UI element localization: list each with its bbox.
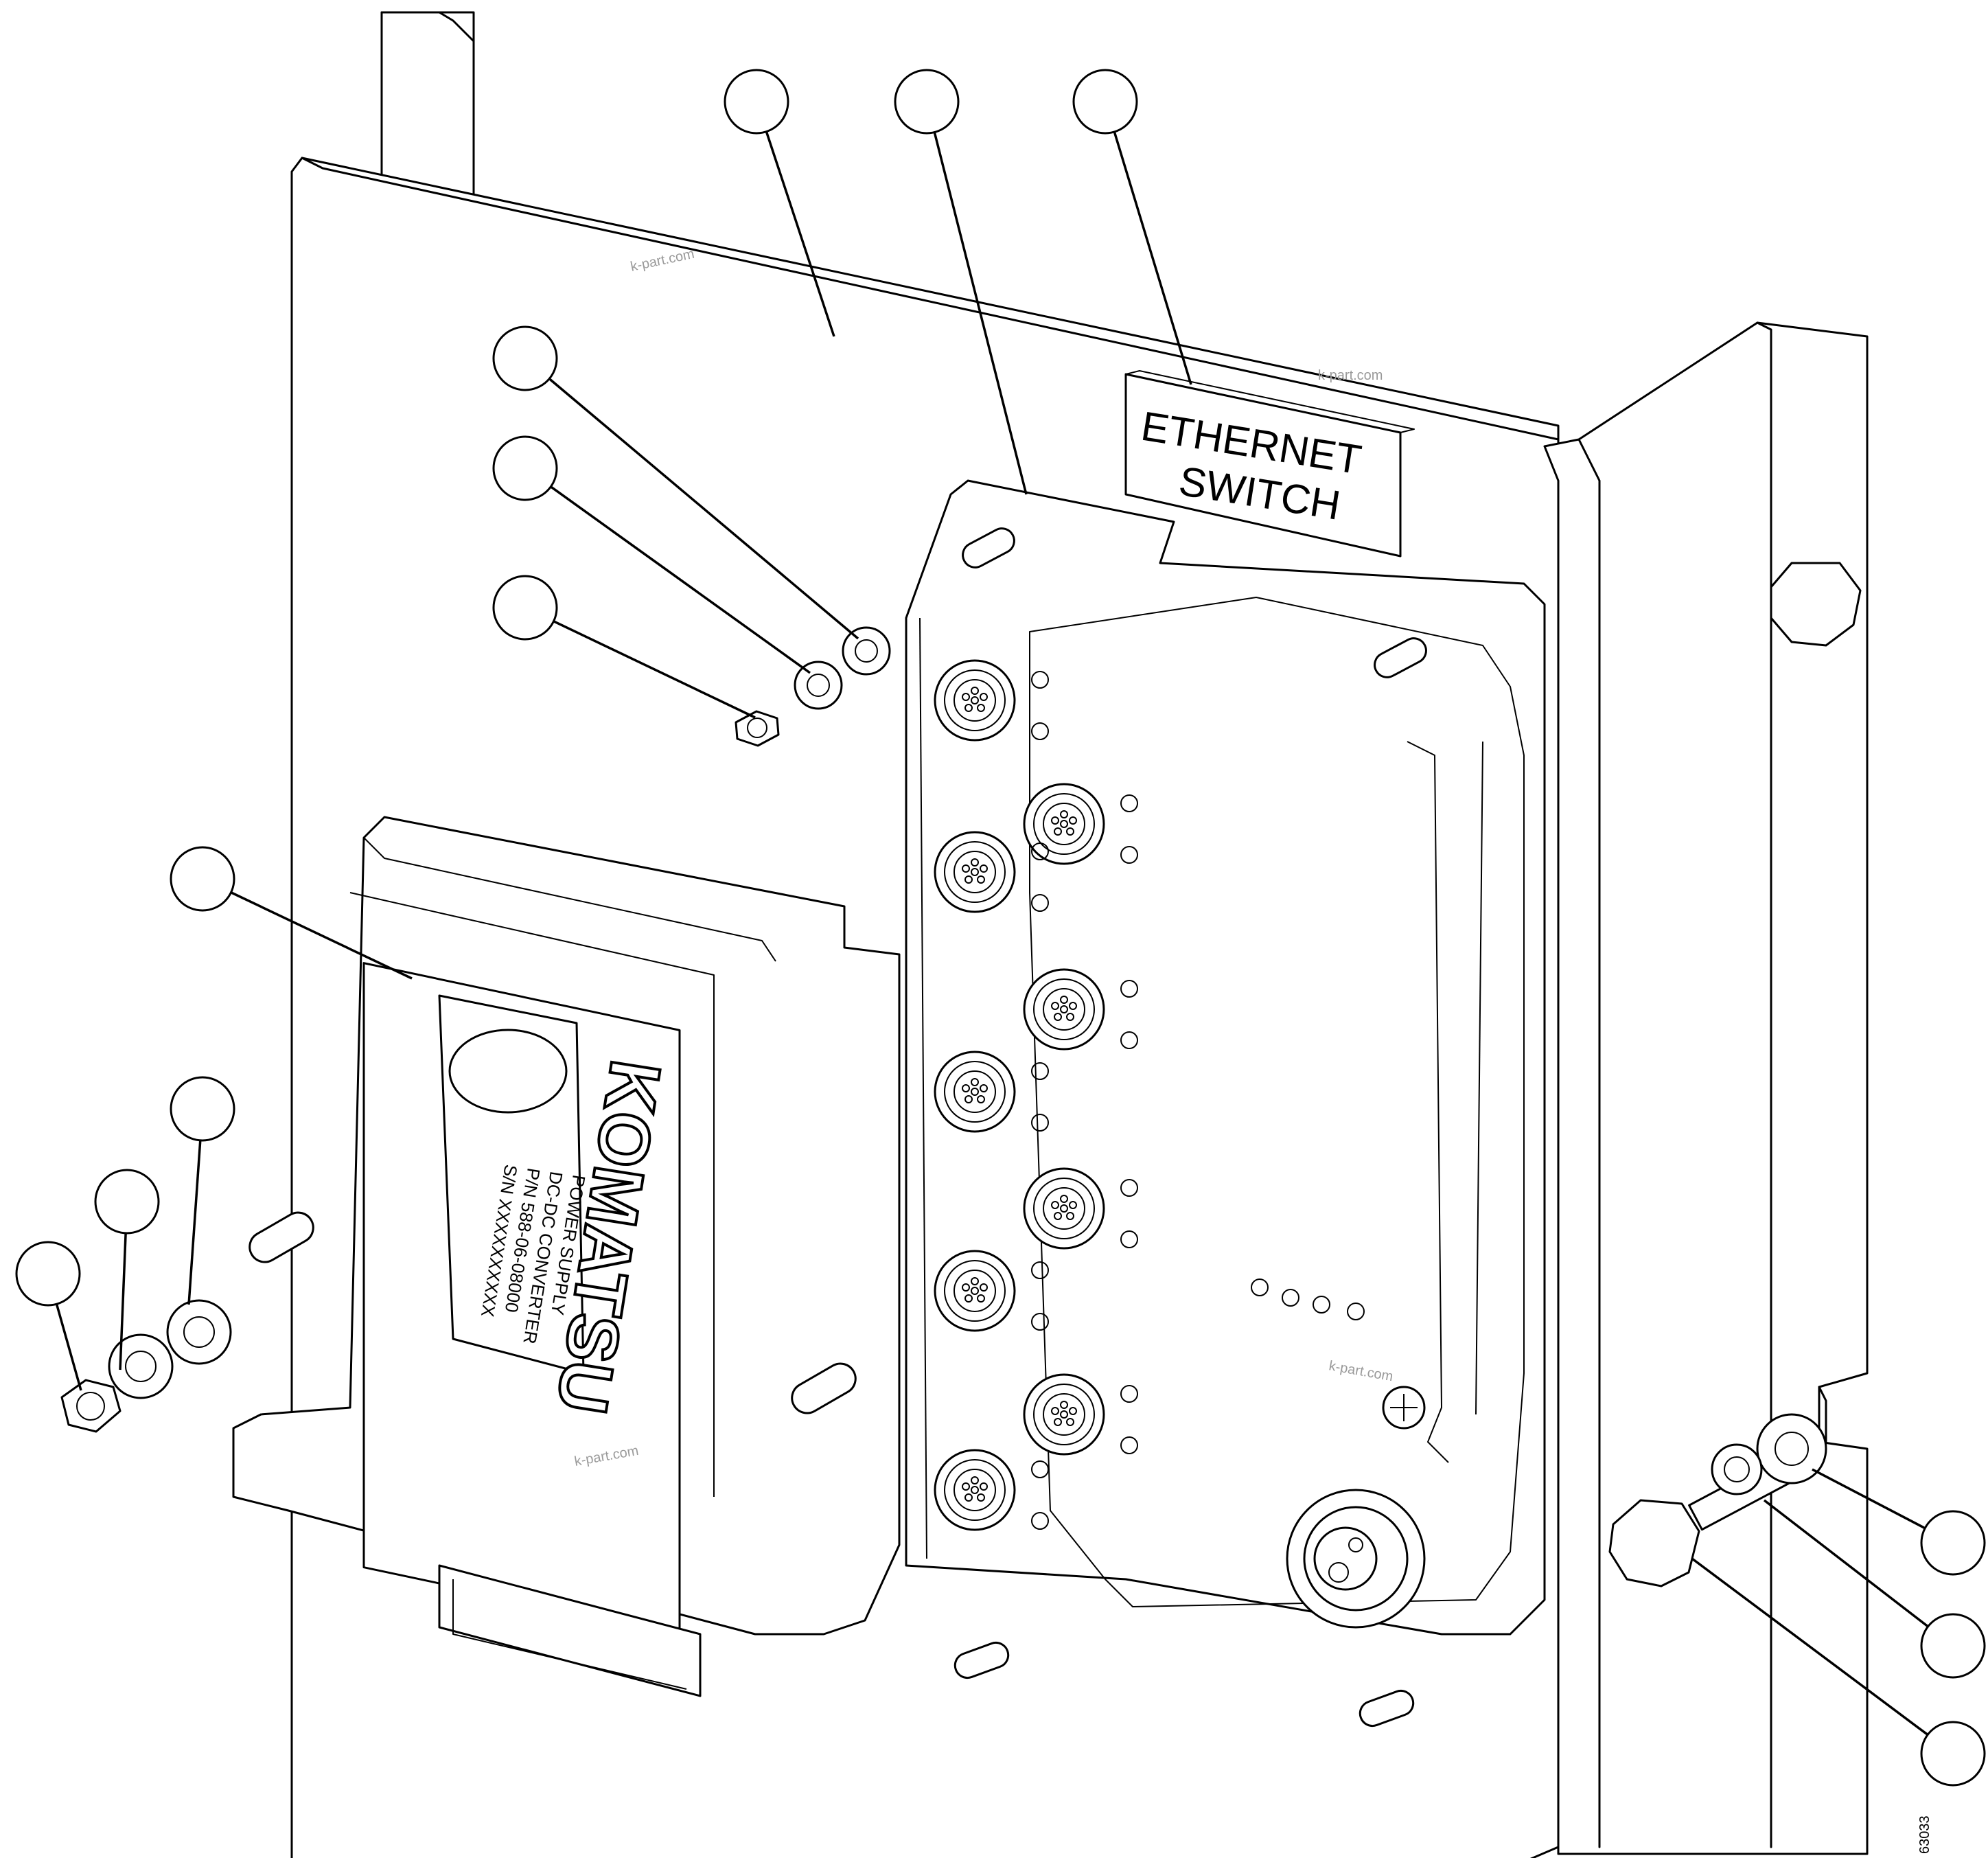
status-led-row	[1251, 1278, 1365, 1320]
m12-port-array	[934, 659, 1138, 1531]
callout-6	[492, 575, 756, 719]
callout-8	[170, 1076, 235, 1305]
callout-4	[492, 325, 859, 640]
callout-leader	[550, 485, 811, 674]
callout-leader	[1113, 131, 1192, 385]
callout-leader	[933, 132, 1028, 495]
callout-group	[15, 69, 1986, 1787]
m12-port	[1023, 1373, 1138, 1456]
m12-port	[1023, 968, 1138, 1051]
callout-1	[724, 69, 835, 337]
hardware-bottom-left	[60, 1299, 232, 1433]
hardware-top	[735, 626, 891, 747]
m12-port	[1023, 1167, 1138, 1250]
m12-port	[934, 1250, 1049, 1332]
callout-circle	[94, 1169, 160, 1235]
callout-circle	[492, 325, 558, 391]
m12-port	[934, 1449, 1049, 1531]
callout-leader	[230, 891, 413, 980]
callout-5	[492, 435, 811, 674]
m12-port	[934, 831, 1049, 913]
callout-12	[1763, 1499, 1986, 1679]
power-supply: POWER SUPPLY DC-DC CONVERTER P/N 588-06-…	[232, 816, 901, 1697]
callout-leader	[187, 1140, 202, 1305]
watermark-2: k-part.com	[1318, 368, 1383, 383]
callout-circle	[894, 69, 960, 135]
callout-2	[894, 69, 1028, 495]
callout-circle	[492, 575, 558, 641]
callout-leader	[55, 1303, 82, 1391]
callout-circle	[170, 1076, 235, 1142]
callout-circle	[1072, 69, 1138, 135]
callout-leader	[1763, 1499, 1929, 1628]
callout-leader	[548, 378, 859, 640]
callout-9	[94, 1169, 160, 1370]
callout-7	[170, 846, 413, 980]
callout-leader	[765, 131, 835, 337]
m12-port	[934, 1051, 1049, 1133]
hardware-right	[1608, 562, 1862, 1587]
callout-3	[1072, 69, 1192, 385]
ethernet-switch	[905, 479, 1546, 1728]
callout-circle	[1920, 1721, 1986, 1787]
callout-leader	[1812, 1468, 1926, 1530]
switch-stud	[953, 527, 1427, 1728]
callout-11	[1812, 1468, 1986, 1576]
callout-circle	[724, 69, 789, 135]
callout-circle	[170, 846, 235, 912]
callout-circle	[492, 435, 558, 501]
figure-number: 63033	[1917, 1815, 1932, 1854]
m12-port	[934, 659, 1049, 742]
callout-circle	[1920, 1613, 1986, 1679]
callout-10	[15, 1241, 82, 1391]
callout-13	[1691, 1557, 1986, 1787]
ethernet-switch-label-plate: ETHERNET SWITCH	[1124, 370, 1415, 558]
callout-leader	[119, 1232, 127, 1370]
callout-leader	[1691, 1557, 1929, 1736]
callout-circle	[15, 1241, 81, 1307]
callout-leader	[553, 620, 756, 719]
callout-circle	[1920, 1510, 1986, 1576]
